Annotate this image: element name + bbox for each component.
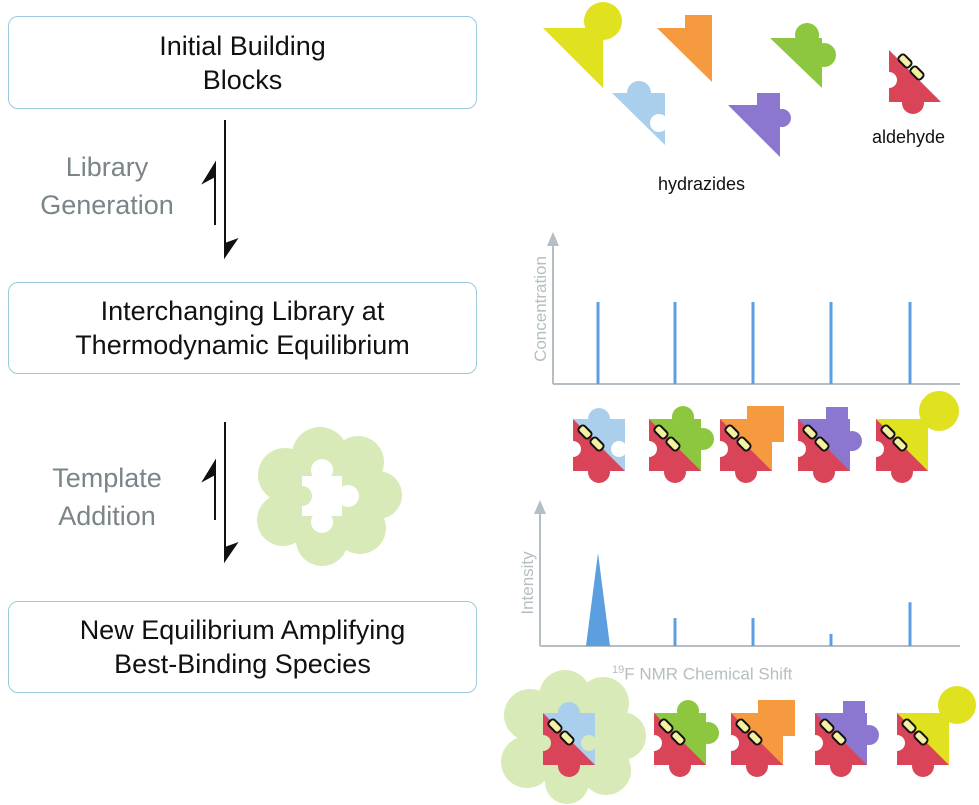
hydrazide-orange [657, 15, 712, 82]
nmr-axis-label: 19F NMR Chemical Shift [612, 664, 792, 685]
equilibrium-arrow-1 [201, 120, 239, 260]
combo-green [641, 406, 714, 483]
combined-row-1 [565, 391, 959, 483]
step-2-line-1: Interchanging Library at [100, 296, 385, 326]
hydrazide-green [770, 23, 836, 88]
concentration-axes [547, 232, 960, 385]
aldehyde-block [881, 50, 941, 114]
combo2-lightblue [535, 702, 597, 777]
library-generation-line-2: Generation [40, 190, 174, 220]
combo2-yellow [889, 686, 976, 777]
combo-purple [790, 407, 862, 483]
template-cloud [257, 427, 402, 566]
step-2-line-2: Thermodynamic Equilibrium [75, 330, 410, 360]
step-interchanging-library: Interchanging Library at Thermodynamic E… [8, 282, 477, 374]
template-addition-label: Template Addition [17, 459, 197, 535]
library-generation-label: Library Generation [17, 148, 197, 224]
combo-yellow [868, 391, 959, 483]
step-1-line-1: Initial Building [159, 30, 326, 61]
intensity-peak-1 [586, 553, 610, 646]
combo2-green [646, 700, 719, 777]
nmr-axis-label-superscript: 19 [612, 664, 625, 676]
template-addition-line-2: Addition [58, 501, 156, 531]
intensity-axis-label: Intensity [518, 551, 537, 615]
combo2-orange [723, 700, 795, 777]
library-generation-line-1: Library [65, 152, 149, 182]
hydrazide-purple [728, 93, 791, 157]
step-new-equilibrium: New Equilibrium Amplifying Best-Binding … [8, 601, 477, 693]
equilibrium-arrow-2 [201, 422, 239, 564]
hydrazide-lightblue [612, 81, 668, 145]
combo2-purple [807, 701, 879, 777]
combined-row-2 [501, 670, 976, 804]
template-addition-line-1: Template [52, 463, 162, 493]
concentration-bars [596, 302, 912, 384]
concentration-axis-label: Concentration [531, 256, 550, 362]
intensity-bars [586, 553, 912, 646]
combo-orange [712, 406, 784, 483]
step-1-line-2: Blocks [202, 64, 283, 95]
hydrazide-yellow [543, 2, 622, 88]
step-initial-building-blocks: Initial Building Blocks [8, 16, 477, 109]
hydrazides-label: hydrazides [658, 174, 746, 194]
step-3-line-1: New Equilibrium Amplifying [79, 615, 406, 645]
combo-lightblue [565, 408, 627, 483]
step-3-line-2: Best-Binding Species [114, 649, 371, 679]
aldehyde-label: aldehyde [872, 127, 946, 147]
nmr-axis-label-text: F NMR Chemical Shift [624, 664, 793, 684]
